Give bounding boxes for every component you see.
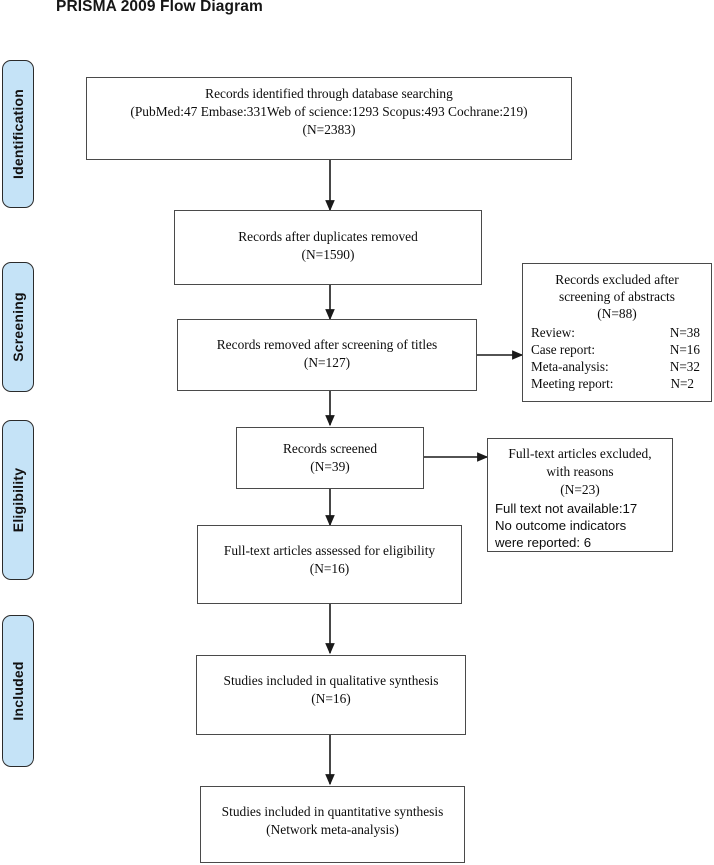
box-records-screened-line2: (N=39): [310, 459, 350, 474]
box-records-removed-titles-line2: (N=127): [303, 355, 351, 370]
phase-tab-screening-label: Screening: [10, 292, 26, 362]
box-records-screened-line1: Records screened: [282, 441, 378, 456]
box-records-excluded-abstracts-line1: Records excluded after: [555, 272, 679, 287]
phase-tab-identification-label: Identification: [10, 89, 26, 179]
box-records-removed-titles-line1: Records removed after screening of title…: [216, 337, 438, 352]
list-item: were reported: 6: [495, 535, 592, 551]
box-fulltext-excluded: Full-text articles excluded, with reason…: [487, 438, 673, 552]
box-records-excluded-abstracts: Records excluded after screening of abst…: [522, 263, 712, 402]
excluded-abstracts-reason-list: Review: N=38 Case report: N=16 Meta-anal…: [531, 325, 704, 393]
box-quantitative-synthesis-line1: Studies included in quantitative synthes…: [221, 804, 444, 819]
reason-label: Meta-analysis:: [531, 358, 609, 374]
reason-label: Case report:: [531, 341, 596, 357]
box-qualitative-synthesis: Studies included in qualitative synthesi…: [196, 655, 466, 735]
list-item: No outcome indicators: [495, 518, 627, 534]
box-duplicates-removed-line2: (N=1590): [301, 247, 355, 262]
reason-label: Meeting report:: [531, 375, 614, 391]
box-records-removed-titles: Records removed after screening of title…: [177, 319, 477, 391]
box-quantitative-synthesis-line2: (Network meta-analysis): [266, 822, 399, 837]
phase-tab-included-label: Included: [10, 661, 26, 721]
phase-tab-eligibility: Eligibility: [2, 420, 34, 580]
box-duplicates-removed-line1: Records after duplicates removed: [238, 229, 418, 244]
list-item: Review: N=38: [531, 325, 704, 342]
box-qualitative-synthesis-line1: Studies included in qualitative synthesi…: [223, 673, 439, 688]
phase-tab-identification: Identification: [2, 60, 34, 208]
reason-value: N=32: [669, 358, 700, 374]
box-qualitative-synthesis-line2: (N=16): [311, 691, 351, 706]
box-quantitative-synthesis: Studies included in quantitative synthes…: [200, 786, 465, 863]
fulltext-excluded-reason-list: Full text not available:17 No outcome in…: [495, 500, 667, 551]
list-item: Meeting report: N=2: [531, 376, 704, 393]
reason-value: N=16: [669, 341, 700, 357]
box-fulltext-excluded-line1: Full-text articles excluded,: [508, 446, 652, 461]
reason-label: Review:: [531, 325, 575, 340]
box-records-identified-line2: (PubMed:47 Embase:331Web of science:1293…: [130, 104, 528, 119]
box-records-screened: Records screened (N=39): [236, 427, 424, 489]
box-records-identified-line3: (N=2383): [302, 122, 356, 137]
phase-tab-screening: Screening: [2, 262, 34, 392]
box-records-identified: Records identified through database sear…: [86, 77, 572, 160]
box-fulltext-assessed-line1: Full-text articles assessed for eligibil…: [223, 543, 436, 558]
list-item: Case report: N=16: [531, 342, 704, 359]
box-records-excluded-abstracts-line3: (N=88): [597, 306, 637, 321]
box-fulltext-excluded-line3: (N=23): [560, 482, 600, 497]
box-records-identified-line1: Records identified through database sear…: [205, 86, 453, 101]
page-title: PRISMA 2009 Flow Diagram: [56, 0, 263, 15]
box-records-excluded-abstracts-line2: screening of abstracts: [558, 289, 675, 304]
list-item: Full text not available:17: [495, 501, 638, 516]
box-fulltext-excluded-line2: with reasons: [546, 464, 614, 479]
phase-tab-included: Included: [2, 615, 34, 767]
phase-tab-eligibility-label: Eligibility: [10, 467, 26, 533]
reason-value: N=2: [670, 375, 694, 391]
box-duplicates-removed: Records after duplicates removed (N=1590…: [174, 210, 482, 285]
list-item: Meta-analysis: N=32: [531, 359, 704, 376]
box-fulltext-assessed: Full-text articles assessed for eligibil…: [197, 525, 462, 604]
reason-value: N=38: [669, 325, 700, 340]
box-fulltext-assessed-line2: (N=16): [309, 561, 350, 576]
